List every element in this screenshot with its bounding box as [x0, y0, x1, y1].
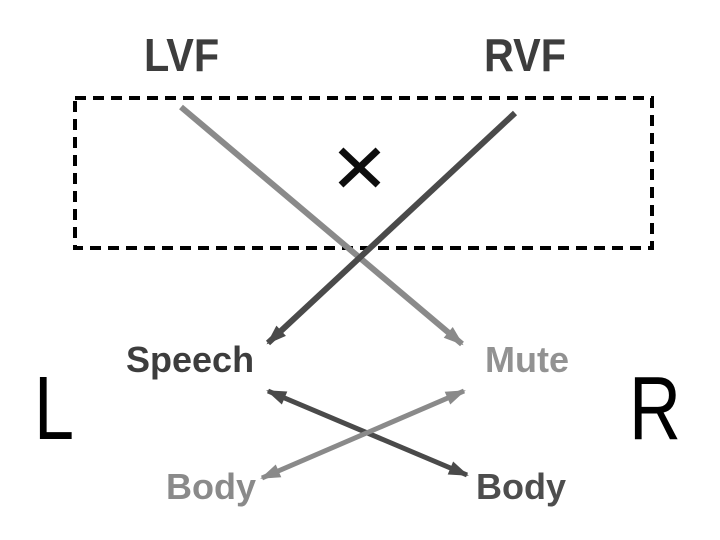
left-hemisphere-label: L	[34, 359, 75, 459]
right-hemisphere-label: R	[629, 359, 681, 459]
fixation-cross-icon	[338, 147, 381, 188]
pathway-lvf-to-mute	[179, 104, 464, 347]
speech-label: Speech	[126, 339, 255, 380]
pathway-rvf-to-speech	[265, 110, 518, 346]
mute-label: Mute	[485, 339, 569, 380]
body-right-label: Body	[476, 466, 566, 507]
right-visual-field-label: RVF	[484, 29, 567, 81]
stimulus-display-box	[73, 96, 654, 250]
pathway-mute-to-left-body	[260, 388, 466, 481]
left-visual-field-label: LVF	[144, 29, 220, 81]
body-left-label: Body	[166, 466, 256, 507]
